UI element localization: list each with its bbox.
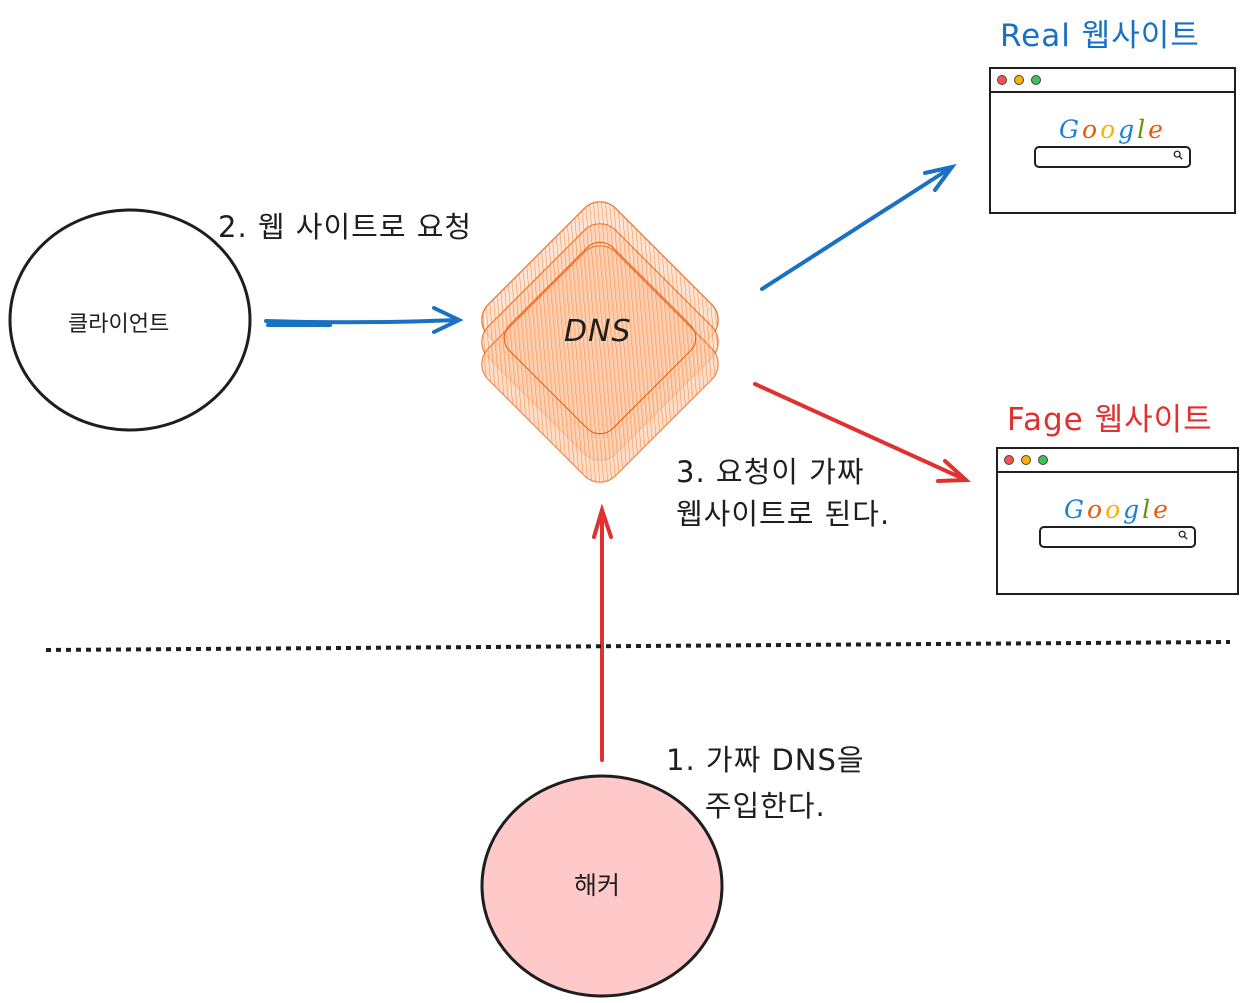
network-divider	[45, 640, 1231, 652]
minimize-dot-icon[interactable]	[1014, 75, 1024, 85]
hacker-label: 해커	[574, 871, 621, 900]
dns-label: DNS	[564, 314, 632, 349]
real-website-title: Real 웹사이트	[1000, 18, 1200, 54]
fake-website-title: Fage 웹사이트	[1007, 402, 1213, 438]
attack-arrow-hacker-to-dns	[592, 503, 613, 762]
step3-line2: 웹사이트로 된다.	[676, 497, 891, 531]
logo-letter: o	[1087, 495, 1106, 524]
step3-label: 3. 요청이 가짜 웹사이트로 된다.	[676, 451, 890, 535]
maximize-dot-icon[interactable]	[1038, 455, 1048, 465]
logo-letter: o	[1105, 495, 1124, 524]
logo-letter: l	[1142, 495, 1154, 524]
hacker-node[interactable]	[480, 774, 724, 998]
google-logo: Google	[998, 495, 1237, 524]
client-label: 클라이언트	[68, 312, 170, 337]
logo-letter: G	[1059, 115, 1083, 144]
maximize-dot-icon[interactable]	[1031, 75, 1041, 85]
logo-letter: e	[1153, 495, 1171, 524]
real-website-window[interactable]: Google	[989, 67, 1236, 214]
step3-line1: 3. 요청이 가짜	[676, 455, 865, 489]
minimize-dot-icon[interactable]	[1021, 455, 1031, 465]
close-dot-icon[interactable]	[1004, 455, 1014, 465]
attack-arrow-dns-to-fake	[753, 382, 971, 483]
search-input[interactable]	[1034, 146, 1191, 168]
search-input[interactable]	[1039, 526, 1196, 548]
window-titlebar	[991, 69, 1234, 93]
logo-letter: l	[1137, 115, 1149, 144]
logo-letter: o	[1082, 115, 1101, 144]
logo-letter: e	[1148, 115, 1166, 144]
magnifier-icon[interactable]	[1178, 530, 1188, 540]
fake-website-window[interactable]: Google	[996, 447, 1239, 595]
step2-label: 2. 웹 사이트로 요청	[218, 210, 473, 244]
step1-label: 1. 가짜 DNS을 주입한다.	[666, 737, 865, 829]
request-arrow-dns-to-real	[760, 163, 957, 291]
magnifier-icon[interactable]	[1173, 150, 1183, 160]
step1-line1: 1. 가짜 DNS을	[666, 743, 865, 777]
logo-letter: g	[1123, 495, 1143, 524]
step1-line2: 주입한다.	[704, 789, 826, 823]
dns-node[interactable]	[473, 193, 728, 492]
request-arrow-client-to-dns	[264, 306, 464, 334]
window-titlebar	[998, 449, 1237, 473]
close-dot-icon[interactable]	[997, 75, 1007, 85]
logo-letter: G	[1064, 495, 1088, 524]
client-node[interactable]	[8, 208, 252, 432]
logo-letter: o	[1100, 115, 1119, 144]
logo-letter: g	[1118, 115, 1138, 144]
google-logo: Google	[991, 115, 1234, 144]
